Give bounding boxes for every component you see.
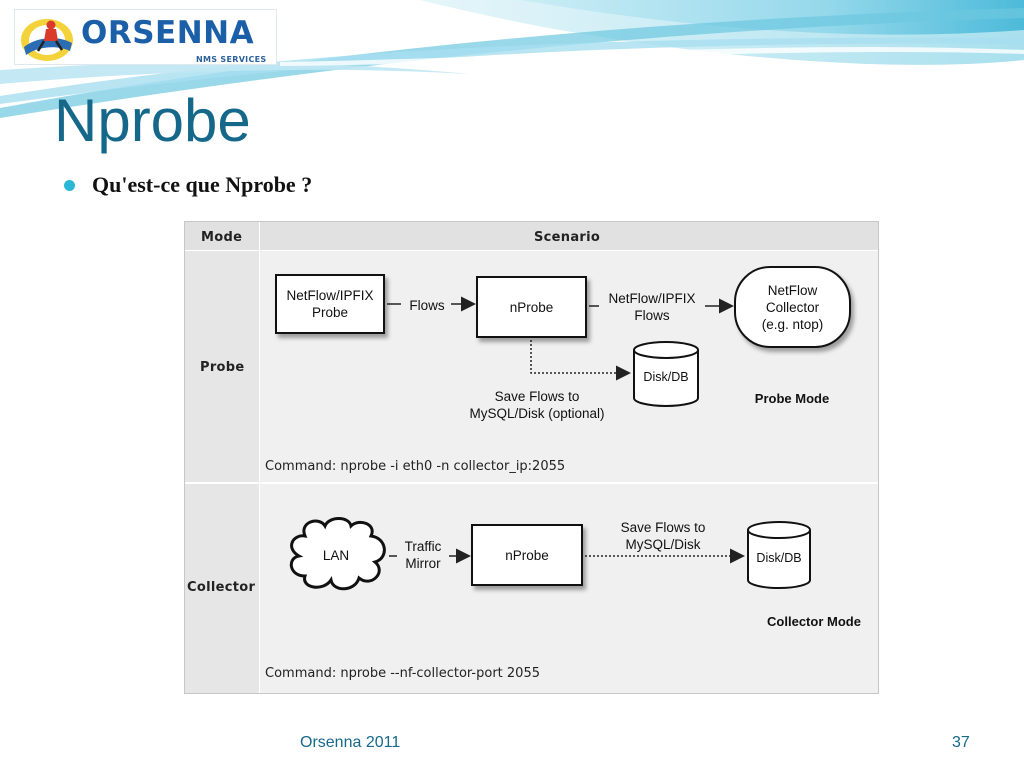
header-mode-label: Mode <box>201 230 243 245</box>
orsenna-emblem-icon <box>21 19 73 61</box>
footer-left-text: Orsenna 2011 <box>300 734 401 751</box>
flows-arrow-label: Flows <box>409 298 445 313</box>
collector-mode-label: Collector <box>187 580 256 595</box>
row-divider <box>185 482 878 484</box>
probe-mode-label: Probe <box>200 360 245 375</box>
bullet-text: Qu'est-ce que Nprobe ? <box>92 172 313 197</box>
nprobe-to-disk-dotted-arrow <box>530 340 631 381</box>
collector-command-text: Command: nprobe --nf-collector-port 2055 <box>265 666 540 681</box>
collector-nprobe-box: nProbe <box>471 524 583 586</box>
database-icon <box>633 341 699 407</box>
page-number: 37 <box>952 734 970 751</box>
collector-disk-db-cylinder: Disk/DB <box>746 520 812 592</box>
database-icon <box>747 521 811 589</box>
collector-mode-cell <box>185 484 259 693</box>
probe-disk-db-cylinder: Disk/DB <box>632 340 700 410</box>
probe-mode-caption: Probe Mode <box>754 391 830 406</box>
bullet-dot-icon <box>64 180 75 191</box>
lan-cloud-label: LAN <box>322 548 350 563</box>
header-scenario-label: Scenario <box>534 230 601 245</box>
lan-cloud-icon <box>289 517 386 591</box>
orsenna-logo: ORSENNA NMS SERVICES <box>14 9 277 65</box>
slide-title: Nprobe <box>54 87 251 154</box>
probe-command-text: Command: nprobe -i eth0 -n collector_ip:… <box>265 459 566 474</box>
probe-nprobe-box: nProbe <box>476 276 587 338</box>
diagram-header-row <box>185 222 878 250</box>
collector-disk-db-label: Disk/DB <box>756 551 802 565</box>
header-divider <box>185 250 878 251</box>
collector-mode-caption: Collector Mode <box>767 614 861 629</box>
header-swoosh-decoration <box>0 0 1024 118</box>
logo-brand-text: ORSENNA <box>81 15 255 51</box>
nprobe-mode-diagram: Mode Scenario Probe Collector NetFlow/IP… <box>184 221 879 694</box>
probe-mode-cell <box>185 251 259 482</box>
column-divider <box>259 222 260 693</box>
probe-disk-db-label: Disk/DB <box>643 370 689 384</box>
diagram-arrows <box>387 222 878 693</box>
logo-tagline: NMS SERVICES <box>196 55 267 64</box>
